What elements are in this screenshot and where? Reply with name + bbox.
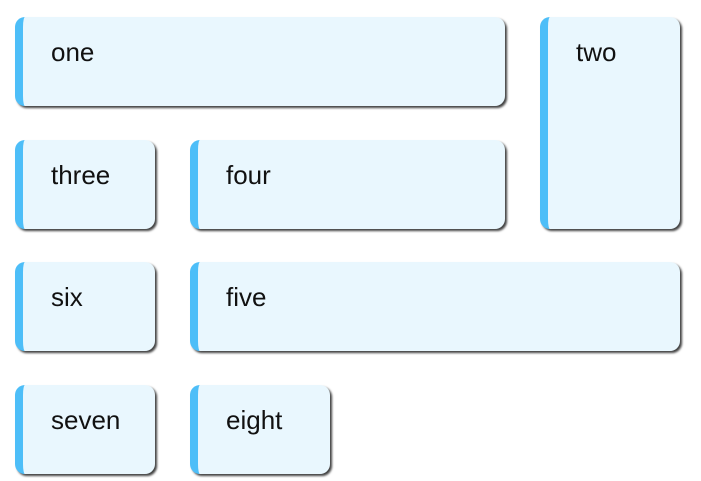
- grid-item-five: five: [190, 262, 680, 352]
- grid-item-label: six: [51, 282, 83, 313]
- grid-item-label: five: [226, 282, 267, 313]
- grid-item-label: eight: [226, 405, 283, 436]
- grid-item-label: seven: [51, 405, 121, 436]
- grid-item-label: three: [51, 159, 111, 190]
- grid-item-three: three: [15, 139, 155, 229]
- grid-item-label: four: [226, 159, 271, 190]
- card-grid: one two three four six five seven eight: [15, 17, 681, 475]
- grid-item-eight: eight: [190, 385, 330, 475]
- grid-item-label: two: [576, 37, 617, 67]
- grid-item-two: two: [540, 17, 680, 229]
- grid-item-four: four: [190, 139, 505, 229]
- grid-item-label: one: [51, 37, 95, 67]
- grid-item-seven: seven: [15, 385, 155, 475]
- grid-item-six: six: [15, 262, 155, 352]
- grid-item-one: one: [15, 17, 505, 106]
